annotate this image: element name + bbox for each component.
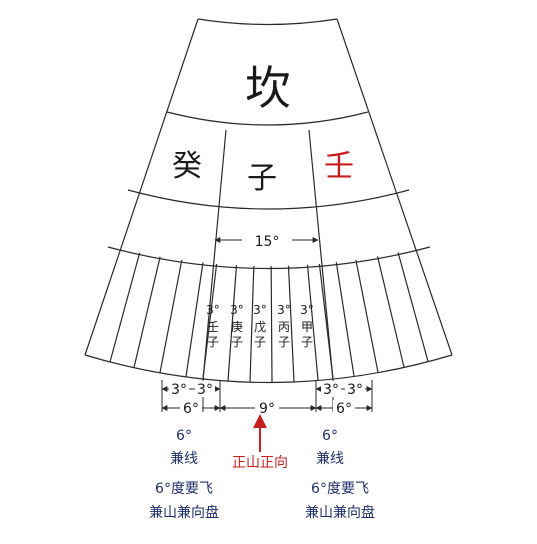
center-label: 正山正向 <box>232 455 288 471</box>
dim-left-a: 3° <box>171 382 187 398</box>
tick-line <box>376 256 405 368</box>
tick-line <box>249 265 255 382</box>
segment-3: 3° 戊子 <box>253 303 267 349</box>
tick-line <box>335 262 355 377</box>
tick-line <box>159 259 183 373</box>
segment-name-char: 子 <box>301 335 313 349</box>
segment-name-char: 子 <box>278 335 290 349</box>
segment-labels: 3°壬子3°庚子3°戊子3°丙子3°甲子 <box>206 303 314 349</box>
segment-name-char: 庚 <box>231 319 243 334</box>
right-line: 兼线 <box>316 451 344 467</box>
left-fly-1: 6°度要飞 <box>155 481 213 497</box>
mountain-zi: 子 <box>247 161 277 196</box>
segment-degree: 3° <box>300 303 314 317</box>
right-deg: 6° <box>322 428 338 444</box>
span-15-bg <box>242 231 292 249</box>
segment-name-char: 子 <box>254 335 266 349</box>
tick-line <box>397 252 429 362</box>
segment-name-char: 壬 <box>207 320 219 334</box>
segment-degree: 3° <box>253 303 267 317</box>
dim-right-total: 6° <box>336 401 352 417</box>
segment-name-char: 子 <box>231 335 243 349</box>
arc-2 <box>166 111 369 126</box>
span-15-label: 15° <box>255 234 280 250</box>
dim-right-b: 3° <box>347 382 363 398</box>
arc-bottom <box>84 354 453 384</box>
segment-degree: 3° <box>277 303 291 317</box>
tick-line <box>202 263 218 379</box>
segment-degree: 3° <box>206 303 220 317</box>
right-fly-2: 兼山兼向盘 <box>305 504 375 521</box>
tick-line <box>227 265 238 381</box>
tick-line <box>109 252 141 363</box>
tick-lines <box>109 252 429 382</box>
segment-name-char: 子 <box>207 335 219 349</box>
tick-line <box>133 256 161 368</box>
right-fly-1: 6°度要飞 <box>311 481 369 497</box>
dim-labels: 3° 3° 6° 9° 3° 3° 6° <box>171 382 363 417</box>
sector-line-right <box>308 129 334 381</box>
center-arrow-head <box>253 414 267 428</box>
tick-line <box>287 265 295 382</box>
left-line: 兼线 <box>170 451 198 467</box>
tick-line <box>306 264 319 381</box>
mountain-ren: 壬 <box>324 149 354 184</box>
arc-3 <box>127 189 410 210</box>
left-fly-2: 兼山兼向盘 <box>149 504 219 521</box>
segment-degree: 3° <box>230 303 244 317</box>
tick-line <box>185 262 204 377</box>
tick-line <box>270 265 273 382</box>
segment-5: 3° 甲子 <box>300 303 314 349</box>
tick-line <box>318 263 334 379</box>
tick-line <box>355 259 379 373</box>
fan-left-edge <box>84 18 199 356</box>
segment-1: 3° 壬子 <box>206 303 220 349</box>
left-deg: 6° <box>176 428 192 444</box>
arc-top <box>197 18 338 26</box>
dim-right-a: 3° <box>323 382 339 398</box>
dim-center: 9° <box>259 401 275 417</box>
gua-kan: 坎 <box>245 61 291 115</box>
segment-2: 3° 庚子 <box>230 303 244 349</box>
fan-structure <box>84 18 453 384</box>
dim-left-total: 6° <box>183 401 199 417</box>
sector-line-left <box>202 129 227 381</box>
arc-4 <box>107 246 431 270</box>
mountain-gui: 癸 <box>172 149 202 184</box>
segment-name-char: 丙 <box>278 320 290 334</box>
segment-4: 3° 丙子 <box>277 303 291 349</box>
dim-left-b: 3° <box>197 382 213 398</box>
segment-name-char: 戊 <box>254 320 266 334</box>
dim-label-bgs <box>169 381 365 416</box>
fan-right-edge <box>336 18 453 356</box>
segment-name-char: 甲 <box>301 320 313 334</box>
bottom-labels: 6° 兼线 正山正向 6° 兼线 6°度要飞 兼山兼向盘 6°度要飞 兼山兼向盘 <box>149 428 375 521</box>
